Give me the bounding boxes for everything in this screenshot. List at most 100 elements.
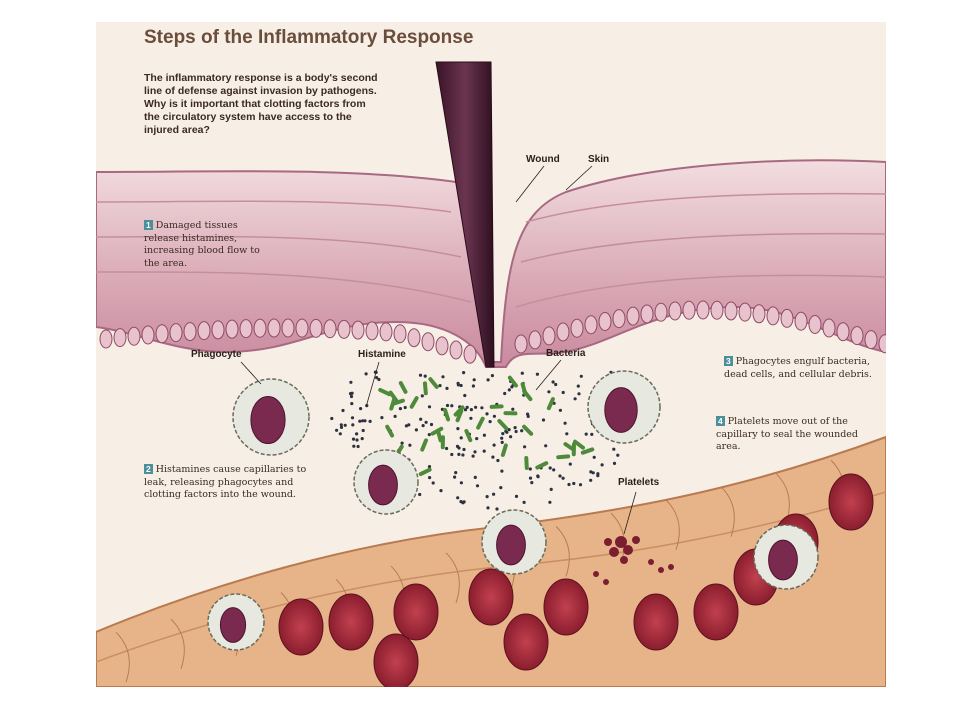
histamine-dot	[459, 500, 463, 504]
histamine-dot	[364, 372, 368, 376]
bacterium	[500, 443, 508, 457]
histamine-dot	[563, 421, 567, 425]
histamine-dot	[547, 390, 551, 394]
bacterium	[388, 390, 399, 403]
histamine-dot	[536, 474, 540, 478]
bacterium	[422, 381, 428, 396]
capillary-cell-outline	[445, 552, 460, 603]
step-2-text: Histamines cause capillaries to leak, re…	[144, 464, 307, 500]
red-blood-cell	[468, 568, 514, 626]
basal-cell	[379, 322, 393, 342]
basal-cell	[225, 319, 239, 339]
basal-cell	[155, 324, 169, 344]
basal-cell	[365, 321, 379, 341]
histamine-dot	[459, 481, 463, 485]
histamine-dot	[459, 436, 463, 440]
histamine-dot	[511, 407, 515, 411]
histamine-dot	[351, 437, 356, 441]
histamine-dot	[522, 500, 526, 504]
basal-cell	[850, 326, 864, 346]
histamine-dot	[472, 378, 476, 382]
phagocyte-nucleus	[768, 539, 798, 581]
basal-cell	[696, 300, 710, 320]
bacterium	[418, 467, 432, 477]
phagocyte-nucleus	[368, 464, 398, 506]
basal-cell	[141, 325, 155, 345]
skin-stratum-line	[520, 232, 886, 263]
histamine-dot	[457, 452, 461, 456]
histamine-dot	[423, 374, 427, 378]
label-bacteria: Bacteria	[546, 348, 586, 359]
skin-stratum-line	[515, 274, 886, 308]
histamine-dot	[509, 435, 513, 439]
histamine-dot	[475, 484, 480, 488]
histamine-dot	[552, 468, 556, 472]
histamine-dot	[463, 408, 468, 412]
step-4-number: 4	[716, 416, 725, 426]
histamine-dot	[554, 382, 558, 387]
label-platelets: Platelets	[618, 477, 660, 488]
basal-cell	[794, 311, 808, 331]
histamine-dot	[408, 443, 412, 447]
histamine-dot	[338, 432, 342, 436]
histamine-dot	[558, 408, 562, 412]
histamine-dot	[507, 428, 511, 432]
histamine-dot	[455, 444, 460, 448]
bacterium	[507, 375, 518, 388]
histamine-dot	[343, 423, 347, 427]
histamine-dot	[567, 482, 571, 487]
bacterium	[440, 435, 445, 450]
histamine-dot	[561, 390, 565, 395]
basal-cell	[556, 322, 570, 342]
basal-cell	[295, 318, 309, 338]
basal-cell	[598, 312, 612, 332]
basal-cell-layer	[99, 300, 886, 364]
phagocyte-nucleus	[250, 395, 286, 445]
histamine-dot	[503, 391, 507, 396]
histamine-dot	[453, 475, 457, 479]
histamine-dot	[485, 495, 489, 499]
histamine-dot	[496, 458, 500, 463]
histamine-dot	[612, 447, 616, 451]
skin-stratum-line	[96, 235, 462, 258]
histamine-dot	[513, 426, 517, 430]
histamine-dot	[339, 425, 344, 429]
histamine-dot	[592, 455, 596, 459]
bacterium	[409, 396, 419, 409]
figure-title: Steps of the Inflammatory Response	[144, 27, 474, 48]
basal-cell	[281, 318, 295, 338]
histamine-dot	[407, 423, 411, 427]
red-blood-cell	[633, 593, 679, 651]
histamine-dot	[414, 428, 418, 432]
bacterium	[573, 439, 585, 450]
phagocyte	[207, 593, 265, 651]
histamine-dot	[576, 384, 580, 388]
basal-cell	[822, 318, 836, 338]
histamine-dot	[551, 380, 555, 384]
histamine-dot	[403, 405, 407, 410]
histamine-dot	[528, 476, 533, 480]
histamine-dot	[590, 432, 594, 436]
histamine-dot	[459, 383, 463, 388]
basal-cell	[113, 328, 127, 348]
histamine-dot	[418, 492, 422, 497]
basal-cell	[183, 322, 197, 342]
basal-cell	[808, 314, 822, 334]
basal-cell	[710, 300, 724, 320]
inflammatory-response-figure: Steps of the Inflammatory Response The i…	[96, 22, 886, 687]
basal-cell	[682, 300, 696, 320]
basal-cell	[435, 336, 449, 356]
histamine-dot	[578, 483, 583, 487]
histamine-dot	[528, 467, 532, 471]
skin-stratum-line	[525, 192, 886, 223]
histamine-dot	[456, 496, 460, 500]
histamine-dot	[507, 388, 511, 392]
bacterium	[453, 405, 465, 417]
histamine-dot	[355, 438, 359, 442]
basal-cell	[528, 330, 542, 350]
basal-cell	[738, 302, 752, 322]
histamine-dot	[471, 384, 475, 388]
basal-cell	[668, 301, 682, 321]
histamine-dot	[600, 463, 604, 467]
